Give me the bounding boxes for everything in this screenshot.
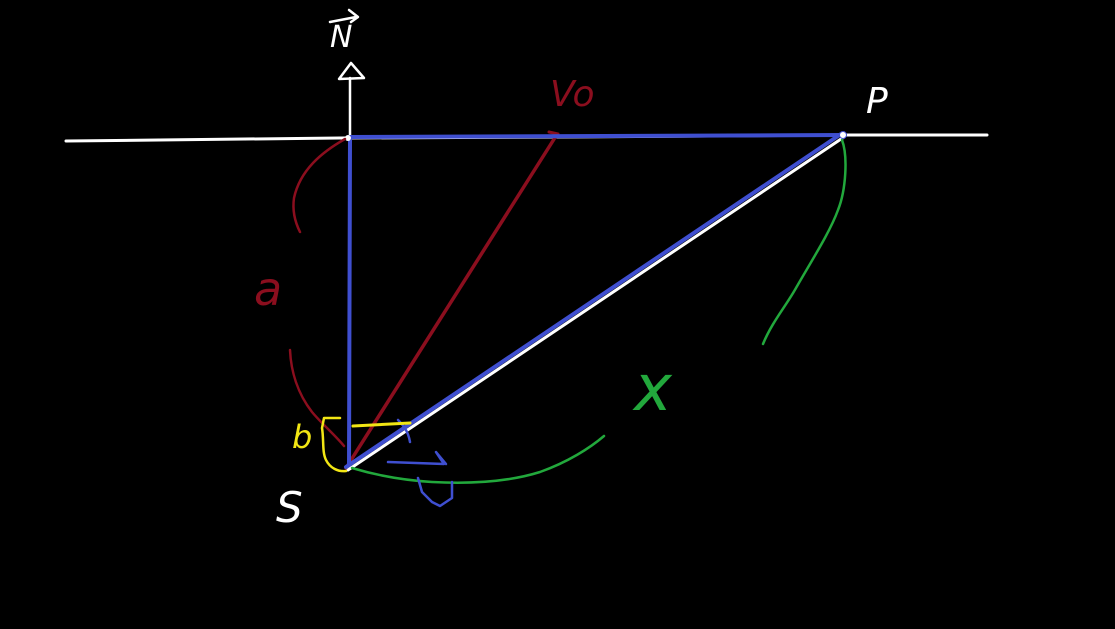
velocity-label: Vo <box>550 74 595 115</box>
north-arrow-icon <box>337 61 366 81</box>
hypotenuse-white <box>346 135 846 472</box>
north-label: N <box>330 20 352 55</box>
angle-arc-blue <box>396 418 412 444</box>
vo-tick <box>547 130 560 136</box>
depth-brace-bottom <box>288 348 346 448</box>
source-label: S <box>276 483 303 532</box>
vo-line <box>344 134 558 470</box>
angle-mark-blue <box>386 450 448 466</box>
point-top-left <box>345 135 351 141</box>
depth-label: a <box>254 262 282 316</box>
yellow-horizontal-tick <box>351 421 412 428</box>
yellow-angle-arc <box>320 416 348 473</box>
blue-vertical-leg <box>347 135 352 468</box>
small-angle-label: b <box>292 418 312 456</box>
north-label-group: N <box>328 8 360 55</box>
depth-brace-top <box>292 137 347 234</box>
blue-top-leg <box>347 133 845 139</box>
blue-hypotenuse <box>344 132 843 469</box>
north-vector-arrow-icon <box>328 8 360 24</box>
angle-symbol-blue <box>416 476 454 508</box>
distance-label: x <box>632 352 673 426</box>
point-p-label: P <box>866 81 888 122</box>
distance-brace-bottom <box>350 434 606 484</box>
point-p-marker <box>839 131 847 139</box>
distance-brace-right <box>761 138 847 346</box>
